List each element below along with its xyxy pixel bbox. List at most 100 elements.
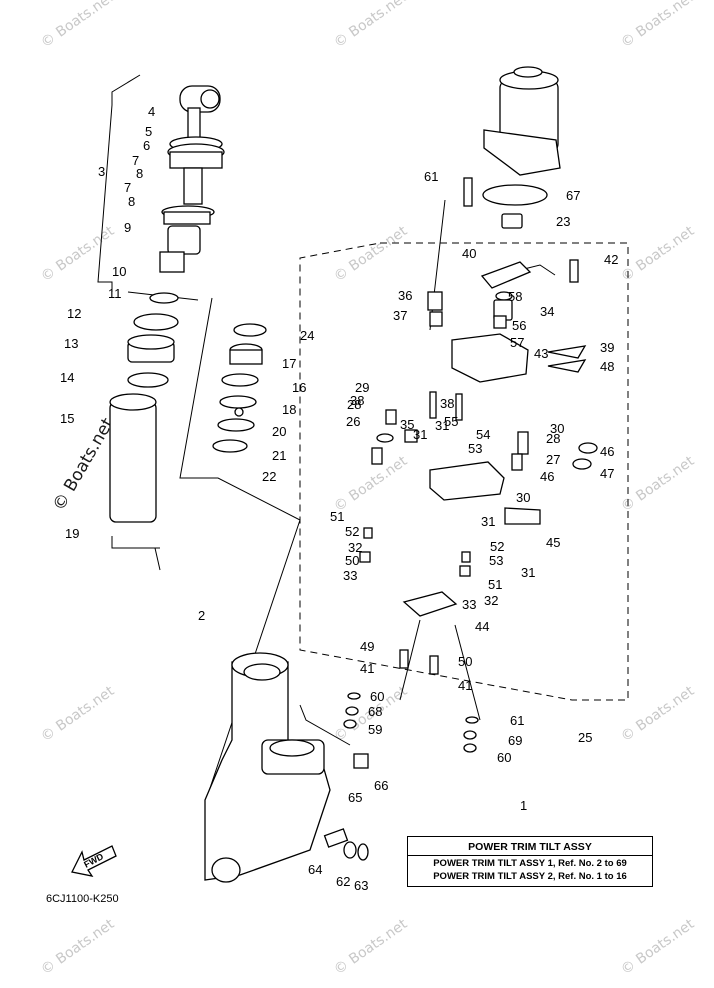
- callout-10: 10: [112, 264, 126, 279]
- plate-44: [402, 591, 458, 617]
- callout-7: 7: [124, 180, 131, 195]
- valve-57: [493, 315, 507, 329]
- bolt-41-right: [429, 655, 439, 675]
- watermark: © Boats.net: [331, 0, 411, 51]
- callout-42: 42: [604, 252, 618, 267]
- callout-4: 4: [148, 104, 155, 119]
- rod-guide: [169, 151, 223, 169]
- cylinder-housing: [204, 652, 331, 883]
- callout-62: 62: [336, 874, 350, 889]
- callout-52: 52: [345, 524, 359, 539]
- valve-26: [385, 409, 397, 425]
- callout-37: 37: [393, 308, 407, 323]
- callout-11: 11: [108, 286, 122, 301]
- callout-7: 7: [132, 153, 139, 168]
- callout-23: 23: [556, 214, 570, 229]
- callout-20: 20: [272, 424, 286, 439]
- motor-cap: [513, 66, 543, 78]
- callout-44: 44: [475, 619, 489, 634]
- callout-15: 15: [60, 411, 74, 426]
- pin-38a: [429, 391, 437, 419]
- seal-47: [572, 458, 592, 470]
- motor-base: [483, 129, 561, 176]
- callout-66: 66: [374, 778, 388, 793]
- o-ring-63: [343, 841, 357, 859]
- trim-ram-seals: [212, 323, 267, 453]
- lower-pump-body: [429, 461, 505, 501]
- plug-60-left: [343, 719, 357, 729]
- callout-39: 39: [600, 340, 614, 355]
- piston-18: [219, 395, 257, 409]
- callout-56: 56: [512, 318, 526, 333]
- o-ring-61-right: [465, 716, 479, 724]
- watermark: © Boats.net: [38, 223, 118, 285]
- callout-30: 30: [516, 490, 530, 505]
- seal-48: [578, 442, 598, 454]
- callout-25: 25: [578, 730, 592, 745]
- assembly-boundary: [299, 242, 629, 701]
- ball-20: [234, 407, 244, 417]
- callout-33: 33: [343, 568, 357, 583]
- callout-24: 24: [300, 328, 314, 343]
- callout-31: 31: [413, 427, 427, 442]
- fwd-arrow-icon: FWD: [71, 845, 117, 877]
- watermark: © Boats.net: [38, 683, 118, 745]
- rod-shaft: [183, 167, 203, 205]
- watermark: © Boats.net: [38, 916, 118, 978]
- upper-pump-body: [451, 333, 529, 383]
- tilt-rod-assembly: [109, 85, 225, 523]
- plug-37: [429, 311, 443, 327]
- plug-60-right: [463, 743, 477, 753]
- spring-46-right: [511, 453, 523, 471]
- housing-eye: [211, 857, 241, 883]
- reed-39: [547, 345, 587, 359]
- ring-21: [217, 418, 255, 432]
- o-ring-29: [376, 433, 394, 443]
- callout-67: 67: [566, 188, 580, 203]
- callout-60: 60: [370, 689, 384, 704]
- reed-49: [547, 359, 587, 373]
- callout-17: 17: [282, 356, 296, 371]
- seal-69-left: [345, 706, 359, 716]
- callout-54: 54: [476, 427, 490, 442]
- callout-60: 60: [497, 750, 511, 765]
- callout-50: 50: [345, 553, 359, 568]
- callout-51: 51: [488, 577, 502, 592]
- callout-61: 61: [510, 713, 524, 728]
- bolt-41-left: [399, 649, 409, 669]
- callout-16: 16: [292, 380, 306, 395]
- callout-55: 55: [444, 414, 458, 429]
- pump-assembly: [359, 259, 598, 675]
- piston-base: [159, 251, 185, 273]
- tilt-cylinder-15: [109, 401, 157, 523]
- callout-21: 21: [272, 448, 286, 463]
- legend-divider: [408, 855, 652, 856]
- watermark: © Boats.net: [618, 916, 698, 978]
- callout-64: 64: [308, 862, 322, 877]
- callout-48: 48: [600, 359, 614, 374]
- watermark: © Boats.net: [38, 0, 118, 51]
- filter-45: [504, 507, 541, 525]
- piston-lower: [167, 225, 201, 255]
- callout-13: 13: [64, 336, 78, 351]
- watermark: © Boats.net: [618, 0, 698, 51]
- valve-53-right: [461, 551, 471, 563]
- valve-67: [353, 753, 369, 769]
- callout-41: 41: [360, 661, 374, 676]
- legend-title: POWER TRIM TILT ASSY: [468, 841, 592, 853]
- callout-59: 59: [368, 722, 382, 737]
- callout-26: 26: [346, 414, 360, 429]
- valve-53-left: [363, 527, 373, 539]
- watermark: © Boats.net: [618, 683, 698, 745]
- callout-57: 57: [510, 335, 524, 350]
- o-ring-13: [127, 372, 169, 388]
- watermark: © Boats.net: [331, 916, 411, 978]
- callout-6: 6: [143, 138, 150, 153]
- seal-17-body: [229, 349, 263, 365]
- callout-38: 38: [350, 393, 364, 408]
- watermark: © Boats.net: [618, 453, 698, 515]
- callout-32: 32: [348, 540, 362, 555]
- drawing-code: 6CJ1100-K250: [46, 893, 119, 905]
- callout-61: 61: [424, 169, 438, 184]
